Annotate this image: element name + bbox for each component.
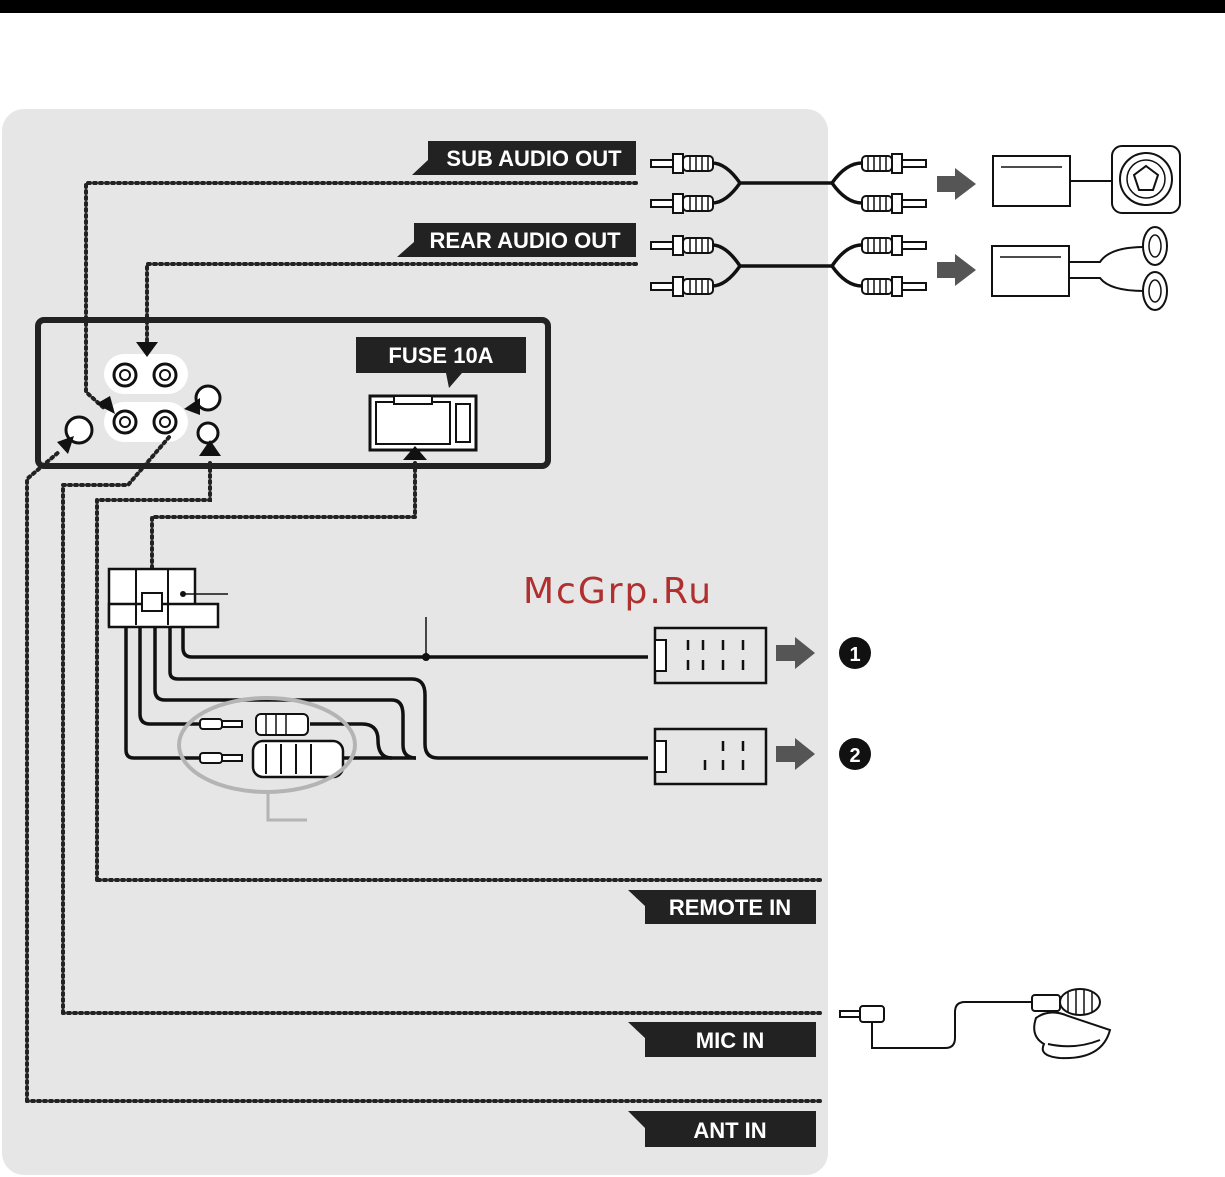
label-sub-audio-out-text: SUB AUDIO OUT (446, 146, 622, 171)
rca-plug (862, 154, 926, 173)
rca-jack-sub-l (114, 411, 136, 433)
arrow-icon (937, 168, 976, 200)
power-socket (370, 396, 476, 450)
harness-socket-two (655, 729, 766, 784)
callout-two: 2 (839, 738, 871, 770)
harness-socket-one (655, 628, 766, 683)
label-mic-in: MIC IN (628, 1022, 816, 1057)
rear-amplifier-icon (992, 246, 1144, 296)
rear-speaker-icon (1143, 227, 1167, 265)
rca-jack-rear-l (114, 364, 136, 386)
rca-plug (862, 194, 926, 213)
top-rule (0, 0, 1225, 13)
rca-jack-sub-r (154, 411, 176, 433)
label-ant-in-text: ANT IN (693, 1118, 766, 1143)
rca-plug (862, 277, 926, 296)
label-rear-audio-out-text: REAR AUDIO OUT (429, 228, 621, 253)
subwoofer-amplifier-icon (993, 156, 1112, 206)
label-rear-audio-out: REAR AUDIO OUT (397, 223, 636, 257)
callout-one: 1 (839, 637, 871, 669)
label-remote-in-text: REMOTE IN (669, 895, 791, 920)
remote-jack (198, 423, 218, 443)
callout-two-text: 2 (849, 745, 860, 767)
label-ant-in: ANT IN (628, 1111, 816, 1147)
watermark-text: McGrp.Ru (523, 571, 713, 612)
arrow-icon (937, 254, 976, 286)
rca-jack-rear-r (154, 364, 176, 386)
rear-speaker-icon (1143, 272, 1167, 310)
subwoofer-icon (1112, 146, 1180, 213)
rca-plug (862, 236, 926, 255)
label-remote-in: REMOTE IN (628, 890, 816, 924)
callout-one-text: 1 (849, 644, 860, 666)
label-fuse-text: FUSE 10A (388, 343, 493, 368)
label-sub-audio-out: SUB AUDIO OUT (412, 141, 636, 175)
microphone-icon (840, 989, 1110, 1058)
label-mic-in-text: MIC IN (696, 1028, 764, 1053)
